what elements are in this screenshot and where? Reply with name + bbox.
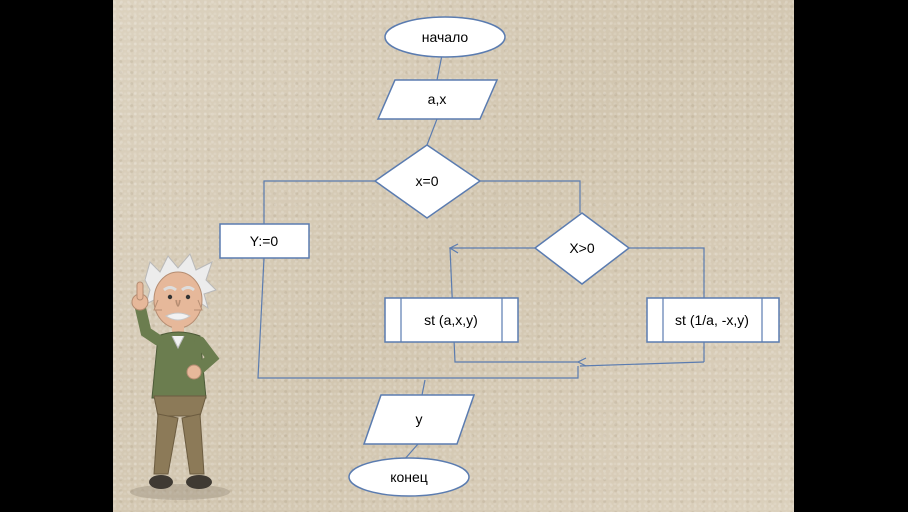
decision2-diamond — [533, 212, 631, 285]
start-terminal — [384, 16, 506, 58]
assign-label: Y:=0 — [250, 233, 279, 249]
connector-decision1-no — [480, 180, 581, 213]
end-terminal — [348, 457, 470, 497]
connector-merge-output — [421, 379, 426, 396]
sub-right-box — [646, 297, 780, 343]
output-parallelogram — [362, 394, 476, 445]
end-label: конец — [390, 469, 428, 485]
sub-left-label: st (a,x,y) — [424, 312, 478, 328]
connector-assign-merge — [257, 257, 579, 379]
arrow-left-icon — [448, 243, 459, 254]
connectors — [257, 54, 705, 461]
sub-left-box — [384, 297, 519, 343]
connector-start-input — [436, 54, 443, 81]
decision2-label: X>0 — [569, 240, 595, 256]
connector-decision1-yes — [263, 180, 375, 224]
scientist-character-icon — [130, 253, 230, 500]
output-label: y — [416, 411, 423, 427]
decision1-label: x=0 — [416, 173, 439, 189]
arrow-merge-icon — [576, 357, 587, 367]
sub-right-label: st (1/a, -x,y) — [675, 312, 749, 328]
assign-process-box — [219, 223, 310, 259]
input-label: a,x — [428, 91, 447, 107]
decision1-diamond — [373, 144, 482, 219]
input-parallelogram — [376, 79, 499, 120]
connector-right-merge — [579, 361, 705, 367]
start-label: начало — [422, 29, 469, 45]
arrowheads — [448, 243, 587, 367]
connector-decision2-right — [629, 247, 705, 298]
connector-input-decision1 — [426, 118, 438, 146]
